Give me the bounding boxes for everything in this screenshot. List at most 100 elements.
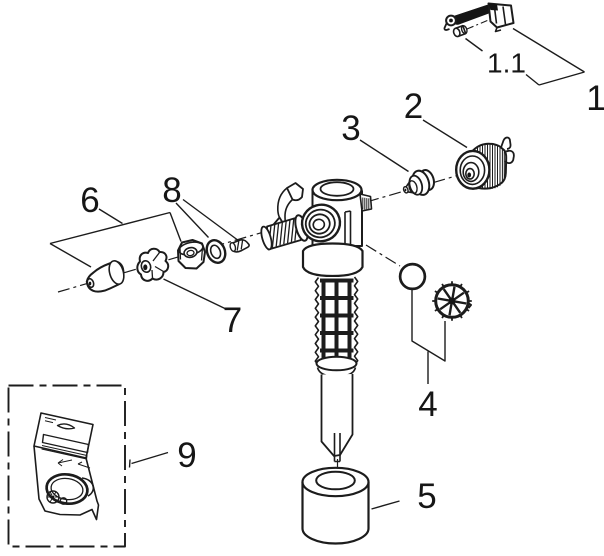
part-pin (229, 239, 250, 253)
body-collar (301, 242, 364, 278)
cone-tip-bore (88, 281, 92, 286)
lever-hooklet (443, 23, 450, 31)
part-spares-bag (7, 384, 126, 548)
lever-pin-axis (466, 18, 492, 30)
lever-arm-bar (452, 4, 492, 25)
leader-8-to-pin (182, 198, 240, 242)
leader-6-stem (98, 208, 123, 225)
part-washer (205, 239, 227, 264)
body-side-tab (359, 193, 373, 212)
bag-card-text-lines (44, 417, 57, 424)
bag-small-ring (59, 497, 68, 505)
leader-lines (49, 27, 585, 510)
part-o-ring (398, 262, 427, 291)
wheel-spokes (437, 286, 467, 316)
part-label-5: 5 (417, 477, 436, 516)
bag-label-band2 (41, 445, 88, 460)
filter-scallop-left (314, 277, 320, 366)
leader-1-b (538, 71, 585, 86)
leader-9 (131, 451, 169, 465)
outlet-tube-slot (333, 433, 341, 463)
part-filter-basket (314, 276, 359, 463)
filter-lattice-cols (321, 278, 352, 362)
part-inlet-cone (85, 260, 125, 293)
leader-6-to-nut (169, 212, 182, 242)
leader-9-tick (128, 459, 131, 468)
clamp-upper-wing (286, 182, 304, 202)
cone-base-rim (108, 260, 125, 285)
boss-ring-3 (308, 213, 331, 235)
wheel-knurl-ticks (432, 281, 472, 321)
hex-nut-facet-lines (179, 247, 204, 261)
o-ring (398, 262, 427, 291)
centerlines (57, 18, 492, 499)
lever-boss-hole (449, 18, 453, 23)
bag-fold-marks (57, 459, 91, 469)
lever-pin-end (460, 24, 468, 35)
leader-1-1-a (465, 37, 483, 52)
lever-clevis-notch (494, 27, 502, 33)
body-front-slat (344, 210, 352, 244)
wheel-nub (467, 302, 472, 309)
leader-8-to-washer (175, 202, 210, 238)
cap-clip (500, 136, 515, 165)
bag-gear-hub (51, 495, 55, 499)
part-valve-body (260, 178, 373, 278)
lever-pin-part (452, 24, 468, 38)
part-knurled-cap (454, 136, 515, 190)
part-label-7: 7 (223, 301, 242, 340)
leader-6-to-cone (49, 242, 92, 268)
part-label-1-1: 1.1 (487, 48, 526, 79)
piston-tip-dot (404, 188, 407, 192)
coupling-nut-facets (151, 252, 164, 279)
coupling-nut-bore-shadow (143, 264, 148, 271)
pin-face (229, 242, 237, 252)
bag-o-ring-2 (81, 477, 95, 497)
wheel-hub (448, 297, 456, 305)
cap-face-ring (459, 155, 486, 186)
boss-ring-2 (304, 208, 336, 239)
part-label-9: 9 (177, 436, 196, 475)
coupling-nut-outline (136, 247, 170, 282)
part-damper-cup (301, 466, 370, 545)
bag-o-ring-inner (50, 477, 84, 501)
phantom-box (7, 384, 126, 548)
side-tab-knurl (362, 197, 370, 211)
bag-label-band (41, 433, 90, 454)
cup-body (301, 482, 370, 545)
clamp-band-outer (276, 187, 288, 218)
leader-3 (359, 139, 409, 173)
pin-rings (236, 240, 244, 251)
cup-hole (315, 470, 356, 491)
body-top-bore (319, 181, 355, 197)
cap-bore-shadow (467, 172, 472, 178)
piston-groove (408, 180, 418, 194)
part-label-6: 6 (80, 181, 99, 220)
part-valve-piston (402, 169, 435, 196)
lever-pin-face (452, 27, 461, 38)
leader-1-1-b (525, 73, 540, 86)
outlet-tube (320, 374, 354, 457)
lever-clevis-cap (488, 3, 498, 11)
bag-hang-slot (56, 423, 76, 430)
part-hex-nut (177, 239, 206, 270)
leader-1-a (512, 27, 585, 73)
part-labels: 1 1.1 2 3 4 5 6 7 8 9 (80, 48, 604, 517)
leader-2 (422, 119, 468, 149)
leader-5 (371, 500, 400, 510)
bag-pouch-outline (33, 445, 100, 521)
part-label-4: 4 (418, 385, 437, 424)
leader-7 (163, 278, 228, 311)
part-label-8: 8 (162, 171, 181, 210)
part-label-1: 1 (586, 79, 604, 118)
cap-face-ring2 (462, 161, 480, 183)
boss-ring-4 (312, 218, 326, 231)
part-lever-arm (443, 2, 515, 38)
part-label-3: 3 (341, 109, 360, 148)
inlet-end-face (260, 225, 273, 251)
part-adjuster-wheel (432, 281, 472, 321)
bag-gear-spokes (47, 491, 59, 503)
hex-nut-hole (186, 249, 195, 257)
